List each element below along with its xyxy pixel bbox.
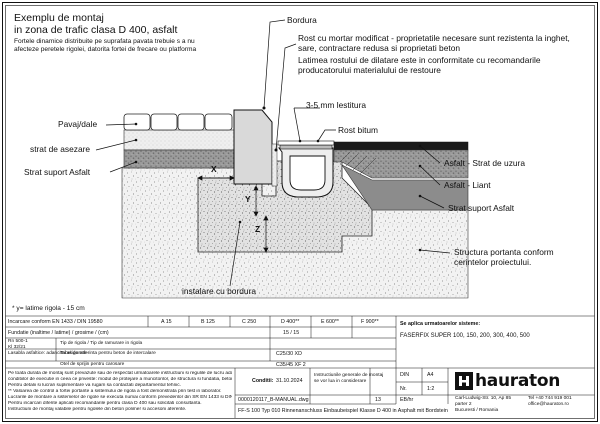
note-line: conditiilor de executie in ceea ce prive… xyxy=(8,377,232,382)
address-line: Carl-Ludwig-Str. 10, Ap 85 xyxy=(455,396,511,401)
class-b125: B 125 xyxy=(201,319,215,325)
title-line: in zona de trafic clasa D 400, asfalt xyxy=(14,24,178,36)
table-row4-left: Lasabla asfaltice: adancimi asigurate xyxy=(8,351,87,356)
label-dim-y: Y xyxy=(245,194,251,204)
company-address: Carl-Ludwig-Str. 10, Ap 85 parter 2 Bucu… xyxy=(455,396,511,414)
doc-page: 13 xyxy=(375,397,381,403)
doc-description: Instructiunile generale de montaj se vor… xyxy=(314,373,383,385)
contact-line: office@hauraton.ro xyxy=(528,402,569,407)
description-line: se vor lua in considerare xyxy=(314,379,367,384)
foundation-value: 15 / 15 xyxy=(283,330,300,336)
dimension-z xyxy=(263,215,269,253)
doc-edition: EB/hr xyxy=(400,397,414,403)
note-line: ** Valoarea de control a fortei portante… xyxy=(8,389,222,394)
din-label: DIN xyxy=(400,372,410,378)
label-strat-asezare: strat de asezare xyxy=(30,144,91,154)
table-row5-right: Otel de sprijin pentru carosare xyxy=(60,362,125,367)
hauraton-logo-icon xyxy=(455,372,473,390)
paving-blocks xyxy=(123,113,233,131)
doc-format: A4 xyxy=(427,372,434,378)
title: Exemplu de montaj in zona de trafic clas… xyxy=(14,12,177,36)
doc-date: 31.10.2024 xyxy=(276,378,303,384)
class-c250: C 250 xyxy=(242,319,257,325)
label-rost-bitum: Rost bitum xyxy=(338,125,379,135)
class-a15: A 15 xyxy=(161,319,172,325)
note-line: Lucrarile de montare a sistemelor de rig… xyxy=(8,395,232,400)
notes-block: Pe toata durata de montaj sunt prevazute… xyxy=(8,371,232,413)
footnote: * y= latime rigola - 15 cm xyxy=(12,305,85,312)
company-name: hauraton xyxy=(475,371,561,391)
class-e600: E 600** xyxy=(321,319,339,325)
label-asfalt-liant: Asfalt - Liant xyxy=(444,180,491,190)
class-d400: D 400** xyxy=(281,319,300,325)
channel-inner xyxy=(289,155,326,191)
label-lestitura: 3-5 mm lestitura xyxy=(306,100,367,110)
doc-code: 0000120117_B-MANUAL.dwg xyxy=(238,397,309,403)
table-load-label: Incarcare conform EN 1433 / DIN 19580 xyxy=(8,319,103,325)
table-row4-right: Tabel de referinta pentru beton de inter… xyxy=(60,351,156,356)
label-bordura: Bordura xyxy=(287,15,317,25)
label-dim-x: X xyxy=(211,164,217,174)
address-line: Bucuresti / Romania xyxy=(455,408,499,413)
label-asfalt-uzura: Asfalt - Strat de uzura xyxy=(444,158,525,168)
label-instalare: instalare cu bordura xyxy=(182,286,257,296)
class-f900: F 900** xyxy=(361,319,379,325)
description-line: Instructiunile generale de montaj xyxy=(314,373,384,378)
contact-line: Tel +40 744 919 001 xyxy=(528,396,572,401)
asphalt-support-left xyxy=(123,149,235,169)
label-line: cerintelor proiectului. xyxy=(454,257,532,267)
leader-lines xyxy=(95,19,451,287)
applies-value: FASERFIX SUPER 100, 150, 200, 300, 400, … xyxy=(400,333,530,339)
table-foundation-label: Fundatie (inaltime / latime) / grosime /… xyxy=(8,330,109,336)
dimension-y xyxy=(253,185,259,217)
table-row3-right: Tip de rigola / Tip de ramurare in rigol… xyxy=(60,341,143,346)
bedding-layer xyxy=(123,129,235,151)
asphalt-binder xyxy=(333,149,469,179)
subtitle-line: afecteze peretele rigolei, datorita fort… xyxy=(14,45,197,53)
mortar-joint xyxy=(271,143,278,187)
label-line: Rost cu mortar modificat - proprietatile… xyxy=(298,33,570,43)
table-row3-labels: Rn 500-1 Kl 32/21 xyxy=(8,339,28,351)
label-pavaj: Pavaj/dale xyxy=(58,119,98,129)
label-line: producatorului materialului de restoure xyxy=(298,65,441,75)
note-line: Pentru detalii si lucrari suplimentare v… xyxy=(8,383,182,388)
label-strat-suport-left: Strat suport Asfalt xyxy=(24,167,91,177)
label-line: Structura portanta conform xyxy=(454,247,554,257)
label-dim-z: Z xyxy=(255,224,261,234)
title-block-grid xyxy=(5,315,595,418)
applies-label: Se aplica urmatoarelor sisteme: xyxy=(400,321,481,327)
asphalt-support-right xyxy=(341,164,469,211)
address-line: parter 2 xyxy=(455,402,472,407)
concrete-c3545: C35/45 XF 2 xyxy=(276,362,306,368)
scale-label: Nr. xyxy=(400,386,407,392)
subtitle: Fortele dinamice distribuite pe suprafat… xyxy=(14,38,214,53)
label-line: sare, contractare redusa si proprietati … xyxy=(298,43,461,53)
company-contact: Tel +40 744 919 001 office@hauraton.ro xyxy=(528,396,572,408)
row3-label: Rn 500-1 xyxy=(8,339,28,344)
label-latimea-rost: Latimea rostului de dilatare este in con… xyxy=(298,55,541,75)
note-line: Pe toata durata de montaj sunt prevazute… xyxy=(8,371,232,376)
note-line: Pentru incarcari diferite aplicati recom… xyxy=(8,401,202,406)
asphalt-wearing-course xyxy=(333,141,469,151)
label-rost-mortar: Rost cu mortar modificat - proprietatile… xyxy=(298,33,570,53)
label-strat-suport-right: Strat suport Asfalt xyxy=(448,203,515,213)
channel-grating xyxy=(279,144,333,150)
row3-label: Kl 32/21 xyxy=(8,345,26,350)
note-line: Instructiuni de montaj valabile pentru r… xyxy=(8,407,187,412)
label-structura: Structura portanta conform cerintelor pr… xyxy=(454,247,554,267)
scale-value: 1:2 xyxy=(427,386,435,392)
dimension-x xyxy=(197,175,235,181)
subtitle-line: Fortele dinamice distribuite pe suprafat… xyxy=(14,38,195,45)
title-line: Exemplu de montaj xyxy=(14,12,104,24)
concrete-c2590: C25/30 XD xyxy=(276,351,302,357)
label-line: Latimea rostului de dilatare este in con… xyxy=(298,55,541,65)
kerb-stone xyxy=(233,109,273,185)
doc-bottom-line: FF-S 100 Typ 010 Rinnenanschluss Einbaub… xyxy=(238,408,448,414)
conditii-label: Conditii: xyxy=(252,378,274,384)
